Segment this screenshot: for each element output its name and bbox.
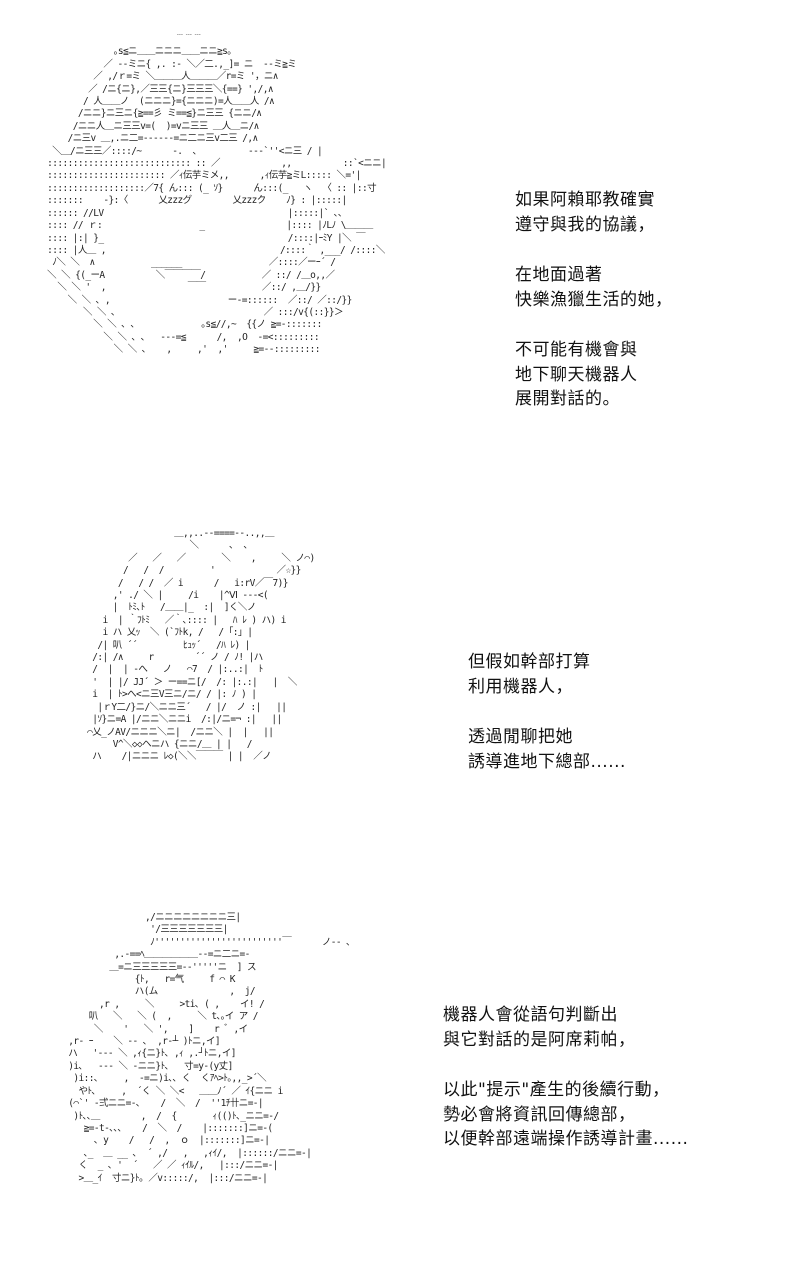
narration-text: 但假如幹部打算 利用機器人， 透過閒聊把她 誘導進地下總部...... (468, 650, 626, 774)
narration-line: 快樂漁獵生活的她， (515, 289, 673, 310)
narration-text: 如果阿賴耶教確實 遵守與我的協議， 在地面過著 快樂漁獵生活的她， 不可能有機會… (515, 188, 673, 412)
narration-line: 勢必會將資訊回傳總部， (443, 1104, 636, 1125)
narration-text: 機器人會從語句判斷出 與它對話的是阿席莉帕， 以此"提示"產生的後續行動， 勢必… (443, 1003, 688, 1152)
narration-line: 不可能有機會與 (515, 340, 638, 360)
narration-paragraph: 機器人會從語句判斷出 與它對話的是阿席莉帕， (443, 1003, 688, 1052)
narration-line: 但假如幹部打算 (468, 652, 591, 672)
ascii-art-character-portrait: ﹉﹉﹉ ｡s≦ニ＿＿ニニニ＿＿ニニ≧s｡ ／ --ミニ{ ,. :- ＼／二.,… (47, 34, 387, 356)
narration-line: 遵守與我的協議， (515, 214, 655, 235)
narration-paragraph: 以此"提示"產生的後續行動， 勢必會將資訊回傳總部， 以便幹部遠端操作誘導計畫.… (443, 1078, 688, 1152)
narration-line: 在地面過著 (515, 265, 603, 285)
panel-3: ,/ニニニニニニニニ三| '/三三三三三三三| ﾉ'''''''''''''''… (0, 890, 800, 1282)
narration-line: 展開對話的。 (515, 389, 620, 409)
narration-line: 利用機器人， (468, 676, 573, 697)
ascii-art-character-figure: ＿,,..-‐====‐-..,,＿ ＼ ､ ､ ／ ／ ／ ＼ , ＼ ノ⌒)… (87, 528, 315, 763)
narration-line: 誘導進地下總部...... (468, 751, 626, 772)
narration-line: 與它對話的是阿席莉帕， (443, 1029, 636, 1050)
narration-paragraph: 但假如幹部打算 利用機器人， (468, 650, 626, 699)
narration-line: 機器人會從語句判斷出 (443, 1005, 618, 1025)
narration-line: 以此"提示"產生的後續行動， (443, 1080, 670, 1100)
narration-line: 地下聊天機器人 (515, 364, 638, 385)
narration-line: 透過閒聊把她 (468, 727, 573, 747)
panel-2: ＿,,..-‐====‐-..,,＿ ＼ ､ ､ ／ ／ ／ ＼ , ＼ ノ⌒)… (0, 510, 800, 890)
panel-1: ﹉﹉﹉ ｡s≦ニ＿＿ニニニ＿＿ニニ≧s｡ ／ --ミニ{ ,. :- ＼／二.,… (0, 0, 800, 510)
narration-paragraph: 在地面過著 快樂漁獵生活的她， (515, 263, 673, 312)
narration-paragraph: 透過閒聊把她 誘導進地下總部...... (468, 725, 626, 774)
narration-line: 以便幹部遠端操作誘導計畫...... (443, 1129, 689, 1149)
ascii-art-character-with-hat: ,/ニニニニニニニニ三| '/三三三三三三三| ﾉ'''''''''''''''… (68, 912, 351, 1184)
narration-line: 如果阿賴耶教確實 (515, 190, 655, 210)
narration-paragraph: 不可能有機會與 地下聊天機器人 展開對話的。 (515, 338, 673, 412)
narration-paragraph: 如果阿賴耶教確實 遵守與我的協議， (515, 188, 673, 237)
